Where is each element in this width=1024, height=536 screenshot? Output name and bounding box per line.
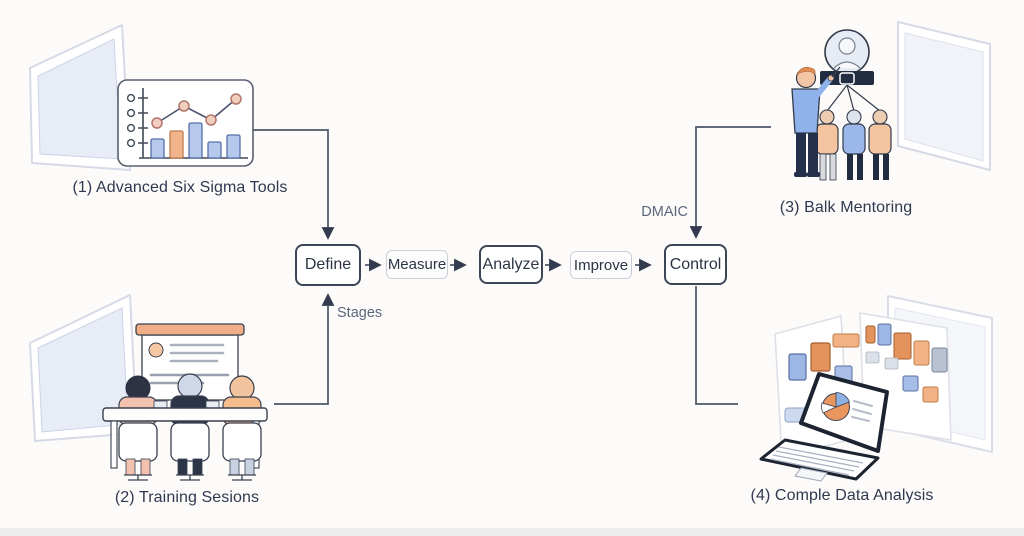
bar-chart-icon (117, 79, 254, 167)
stage-analyze: Analyze (479, 245, 543, 284)
stage-measure: Measure (386, 250, 448, 279)
data-analysis-illustration (735, 288, 1010, 483)
whiteboard-icon (897, 21, 991, 171)
connector-control-to-analysis (695, 286, 738, 405)
whiteboard-icon (29, 294, 138, 442)
whiteboard-icon (29, 24, 131, 171)
org-chart-icon (815, 29, 892, 181)
stage-control: Control (664, 244, 727, 285)
stage-measure-label: Measure (387, 256, 447, 273)
stage-define: Define (295, 244, 361, 286)
caption-analysis: (4) Comple Data Analysis (750, 487, 934, 504)
connector-mentoring-to-control (689, 126, 771, 239)
laptop-pie-chart-icon (759, 372, 889, 482)
classroom-desk-icon (102, 373, 268, 481)
caption-mentoring: (3) Balk Mentoring (779, 199, 913, 216)
stages-annotation: Stages (337, 305, 383, 321)
connector-tools-to-define (252, 129, 335, 240)
dmaic-annotation: DMAIC (641, 204, 688, 220)
stage-improve: Improve (570, 251, 632, 279)
stage-analyze-label: Analyze (482, 255, 540, 273)
caption-tools: (1) Advanced Six Sigma Tools (72, 179, 288, 196)
six-sigma-tools-illustration (25, 20, 260, 178)
stage-control-label: Control (669, 255, 722, 273)
connector-training-to-define (274, 293, 335, 405)
stage-define-label: Define (304, 256, 352, 273)
stage-improve-label: Improve (573, 256, 629, 274)
bottom-strip (0, 528, 1024, 536)
training-session-illustration (25, 293, 355, 485)
mentor-person-icon (791, 66, 841, 177)
mentoring-illustration (770, 15, 1005, 200)
presentation-board-icon (135, 323, 245, 401)
caption-training: (2) Training Sesions (114, 489, 260, 506)
